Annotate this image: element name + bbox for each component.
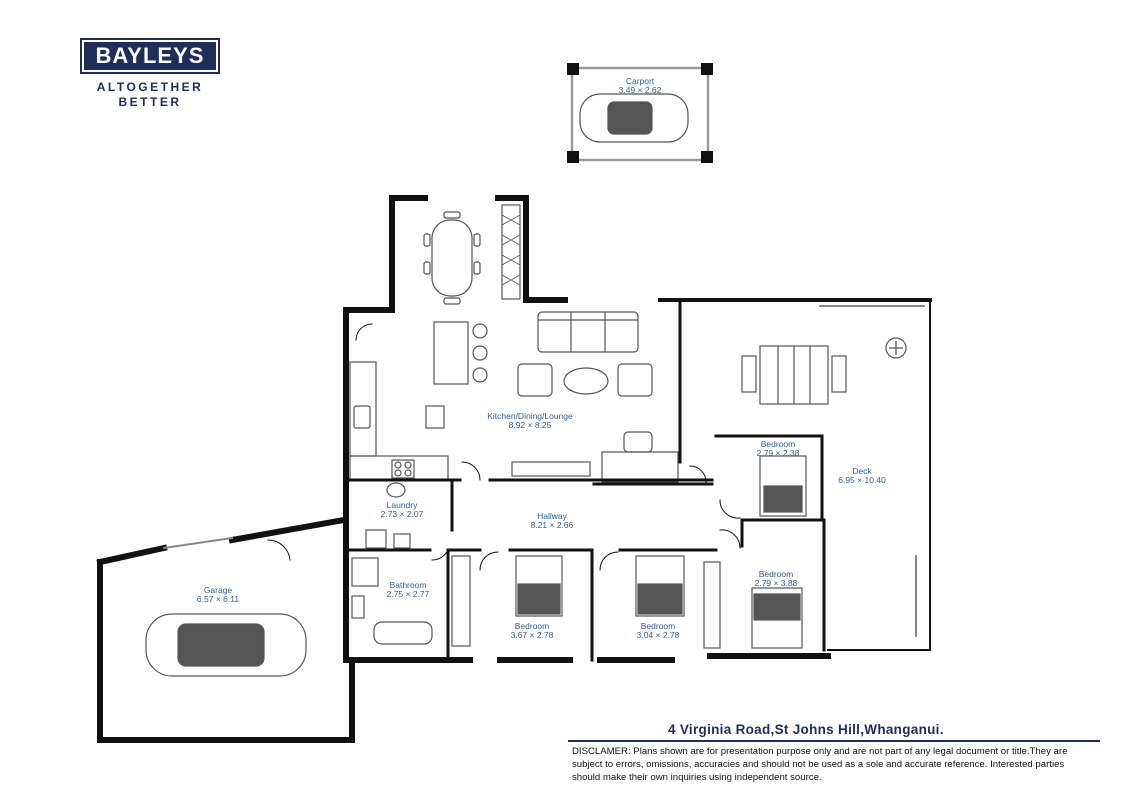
- furniture: [145, 93, 907, 677]
- kitchen-island: [433, 321, 469, 385]
- garage-dims: 6.57 × 6.11: [197, 594, 239, 604]
- laundry-basin: [386, 482, 406, 498]
- outdoor-table: [741, 345, 847, 405]
- kitchen-sink: [353, 405, 371, 429]
- dining-chairs: [423, 211, 481, 305]
- desk-chair: [623, 431, 653, 453]
- bed-2: [635, 555, 685, 617]
- carport-outline: [570, 66, 710, 162]
- stool: [472, 367, 488, 383]
- windows: [162, 305, 925, 637]
- bathroom-name: Bathroom: [390, 580, 427, 590]
- dryer: [393, 533, 411, 549]
- cooktop: [391, 459, 415, 479]
- vanity: [351, 595, 365, 619]
- disclaimer-text: DISCLAMER: Plans shown are for presentat…: [572, 746, 1068, 783]
- bedroom-1-dims: 3.67 × 2.78: [511, 630, 554, 640]
- laundry-dims: 2.73 × 2.07: [381, 509, 424, 519]
- kitchen-dims: 8.92 × 8.25: [509, 420, 552, 430]
- bedroom-2-dims: 3.04 × 2.78: [637, 630, 680, 640]
- armchair-left: [517, 363, 553, 397]
- desk: [601, 451, 679, 483]
- logo-tagline: ALTOGETHER BETTER: [80, 80, 220, 110]
- hallway-name: Hallway: [537, 511, 568, 521]
- bayleys-logo: BAYLEYS ALTOGETHER BETTER: [80, 38, 220, 110]
- doors: [267, 323, 741, 571]
- dining-table: [431, 219, 473, 297]
- garage-name: Garage: [204, 585, 233, 595]
- carport-name: Carport: [626, 76, 655, 86]
- bedroom-ne-dims: 2.79 × 2.38: [757, 448, 800, 458]
- property-address: 4 Virginia Road,St Johns Hill,Whanganui.: [668, 722, 944, 737]
- fridge: [425, 405, 445, 429]
- armchair-right: [617, 363, 653, 397]
- bedroom-2-name: Bedroom: [641, 621, 676, 631]
- carport-posts: [567, 63, 713, 163]
- bed-1: [515, 555, 563, 617]
- washing-machine: [365, 529, 387, 549]
- room-labels: Carport 3.49 × 2.62 Kitchen/Dining/Loung…: [197, 76, 886, 640]
- bbq: [885, 337, 907, 359]
- address-divider: [568, 740, 1100, 742]
- bathroom-dims: 2.75 × 2.77: [387, 589, 430, 599]
- bedroom-se-dims: 2.79 × 3.88: [755, 578, 798, 588]
- bedroom-1-name: Bedroom: [515, 621, 550, 631]
- shelving-unit: [501, 204, 521, 300]
- deck-dims: 6.95 × 10.40: [838, 475, 886, 485]
- bed-ne: [759, 455, 807, 517]
- shower: [351, 557, 379, 587]
- stool: [472, 345, 488, 361]
- logo-tagline-2: BETTER: [118, 95, 182, 109]
- logo-brand: BAYLEYS: [95, 43, 205, 68]
- laundry-name: Laundry: [387, 500, 418, 510]
- carport-car: [579, 93, 689, 143]
- deck-name: Deck: [852, 466, 872, 476]
- logo-tagline-1: ALTOGETHER: [96, 80, 204, 94]
- garage-car: [145, 613, 307, 677]
- tv-unit: [511, 461, 591, 477]
- wardrobe: [451, 555, 471, 647]
- stool: [472, 323, 488, 339]
- bedroom-se-name: Bedroom: [759, 569, 794, 579]
- bath: [373, 621, 433, 645]
- bed-se: [751, 587, 803, 649]
- coffee-table: [563, 367, 609, 395]
- wardrobe-se: [703, 561, 721, 649]
- hallway-dims: 8.21 × 2.66: [531, 520, 574, 530]
- walls: [96, 63, 932, 743]
- kitchen-name: Kitchen/Dining/Lounge: [487, 411, 573, 421]
- bedroom-ne-name: Bedroom: [761, 439, 796, 449]
- sofa: [537, 311, 639, 353]
- logo-box: BAYLEYS: [80, 38, 220, 74]
- carport-dims: 3.49 × 2.62: [619, 85, 662, 95]
